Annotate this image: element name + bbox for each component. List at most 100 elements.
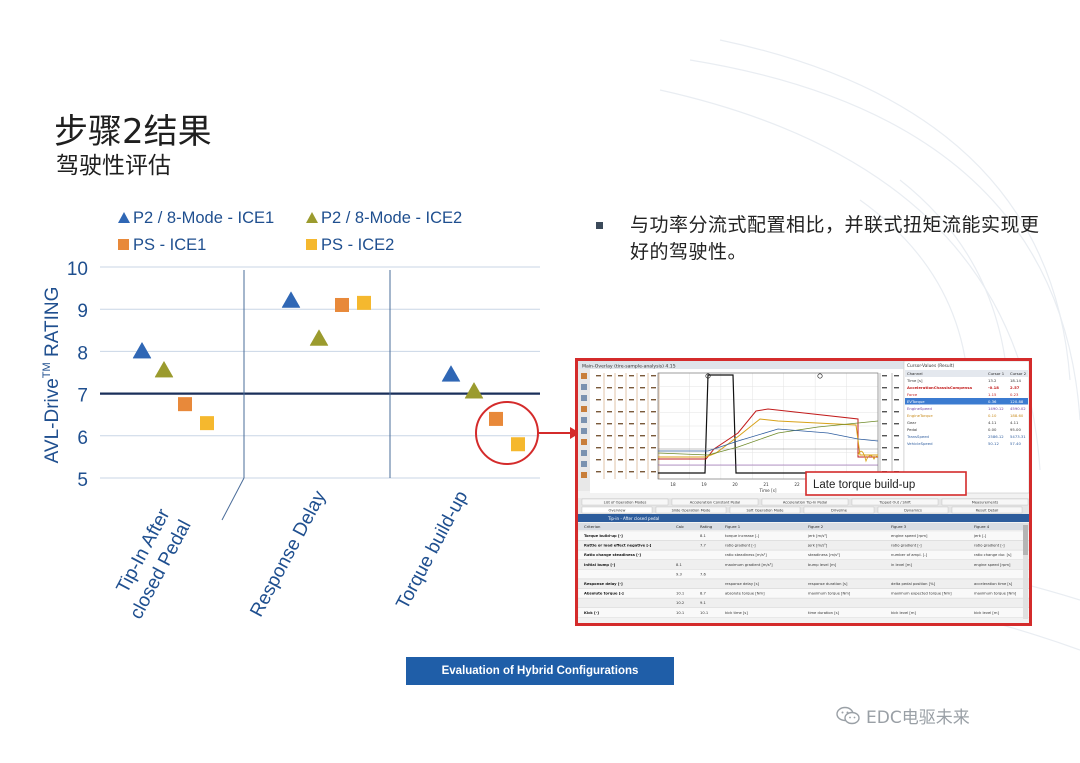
tab-top-label: Acceleration Tip-In Pedal [783, 501, 827, 505]
scale-tick [596, 435, 601, 437]
scale-tick [894, 447, 899, 449]
cursor-values-panel [903, 361, 1029, 494]
legend-marker-triangle [118, 212, 130, 223]
bullet-text: 与功率分流式配置相比，并联式扭矩流能实现更好的驾驶性。 [630, 214, 1040, 263]
tab-top-label: Tipped Out / Shift [878, 501, 911, 505]
table-cell: maximum expected torque [Nm] [891, 592, 952, 596]
cursor-row-cell: 0.00 [988, 427, 997, 432]
y-tick-label: 9 [77, 301, 88, 322]
legend-marker-square [118, 239, 129, 250]
plot-x-tick: 22 [794, 482, 800, 487]
tool-icon [581, 439, 587, 445]
table-cell: engine speed [rpm] [891, 534, 928, 538]
scale-tick [607, 435, 612, 437]
cursor-row-cell: 188.60 [1010, 413, 1024, 418]
scale-tick [882, 411, 887, 413]
table-header-cell: Figure 3 [891, 524, 907, 529]
scale-tick [640, 399, 645, 401]
tool-icon [581, 395, 587, 401]
y-axis-label-main: AVL-Drive [42, 378, 63, 463]
highlight-circle [475, 401, 539, 465]
table-cell: ratio gradient [-] [891, 544, 922, 548]
scale-tick [629, 459, 634, 461]
scale-tick [618, 375, 623, 377]
wechat-logo-icon [836, 706, 860, 724]
tab-bottom-label: Dynamics [904, 509, 922, 513]
tab-top [941, 498, 1029, 506]
data-point-square [178, 397, 192, 412]
cursor-row-cell: 95.00 [1010, 427, 1021, 432]
table-cell: jerk [m/s²] [807, 544, 828, 548]
signal-trace [658, 374, 878, 474]
x-category-label-line: Response Delay [246, 487, 330, 620]
scale-tick [629, 387, 634, 389]
table-header-cell: Criterion [584, 524, 601, 529]
y-tick-label: 7 [77, 386, 88, 407]
table-header-cell: Figure 4 [974, 524, 990, 529]
scale-tick [640, 435, 645, 437]
data-point-square [511, 437, 525, 452]
tool-icon [581, 417, 587, 423]
scale-tick [607, 459, 612, 461]
table-row [578, 559, 1029, 570]
scale-tick [651, 471, 656, 473]
table-header-cell: Rating [700, 524, 713, 529]
data-point-square [489, 411, 503, 426]
scale-tick [651, 447, 656, 449]
cursor-marker-icon [705, 373, 711, 379]
table-header-cell: Calc [676, 524, 684, 529]
y-tick-label: 6 [77, 428, 88, 449]
scale-tick [882, 447, 887, 449]
table-cell: number of ampl. [-] [891, 553, 928, 557]
legend-label: PS - ICE2 [321, 236, 394, 254]
scale-tick [596, 375, 601, 377]
data-point-triangle [154, 360, 174, 378]
cursor-row-cell: 57.40 [1010, 441, 1021, 446]
scale-tick [618, 447, 623, 449]
table-cell: 9.3 [676, 572, 683, 576]
watermark: EDC电驱未来 [836, 703, 970, 728]
scale-tick [894, 375, 899, 377]
data-point-square [200, 416, 214, 431]
cursor-panel-column-header: Cursor 2 [1010, 371, 1027, 376]
scale-tick [629, 399, 634, 401]
cursor-row-cell: 4590.02 [1010, 406, 1026, 411]
scale-tick [596, 399, 601, 401]
scale-tick [618, 459, 623, 461]
scale-tick [596, 387, 601, 389]
scale-tick [618, 387, 623, 389]
scale-tick [596, 411, 601, 413]
signal-trace [657, 420, 879, 456]
tool-icon [581, 406, 587, 412]
tab-bottom-label: Slide Operation Mode [672, 509, 712, 513]
table-cell: Response delay [-] [584, 582, 623, 586]
table-cell: kick level [m] [974, 611, 999, 615]
table-cell: 10.1 [676, 611, 684, 615]
table-header-row [578, 523, 1029, 530]
cursor-row-cell: EVTorque [907, 399, 925, 404]
scale-tick [618, 399, 623, 401]
table-cell: engine speed [rpm] [974, 563, 1011, 567]
scale-tick [651, 411, 656, 413]
scale-tick [651, 423, 656, 425]
table-header-cell: Figure 2 [808, 524, 824, 529]
plot-x-tick: 21 [763, 482, 769, 487]
plot-frame [657, 372, 879, 480]
cursor-row-cell: 2.57 [1010, 385, 1020, 390]
scale-tick [640, 447, 645, 449]
scale-tick [894, 387, 899, 389]
table-title-bar [578, 514, 1029, 522]
y-axis-label: AVL-DriveTM RATING [41, 287, 63, 464]
signal-trace [658, 418, 878, 458]
cursor-row-cell: Pedal [907, 427, 917, 432]
scale-tick [629, 375, 634, 377]
scale-tick [894, 459, 899, 461]
plot-x-label: Time [s] [758, 488, 776, 493]
table-cell: Rattle or load effect negative [-] [584, 544, 652, 548]
table-cell: delta pedal position [%] [891, 582, 936, 586]
tab-top [671, 498, 759, 506]
table-cell: Initial bump [-] [584, 563, 616, 567]
page-title: 步骤2结果 [54, 112, 212, 152]
scale-tick [618, 423, 623, 425]
